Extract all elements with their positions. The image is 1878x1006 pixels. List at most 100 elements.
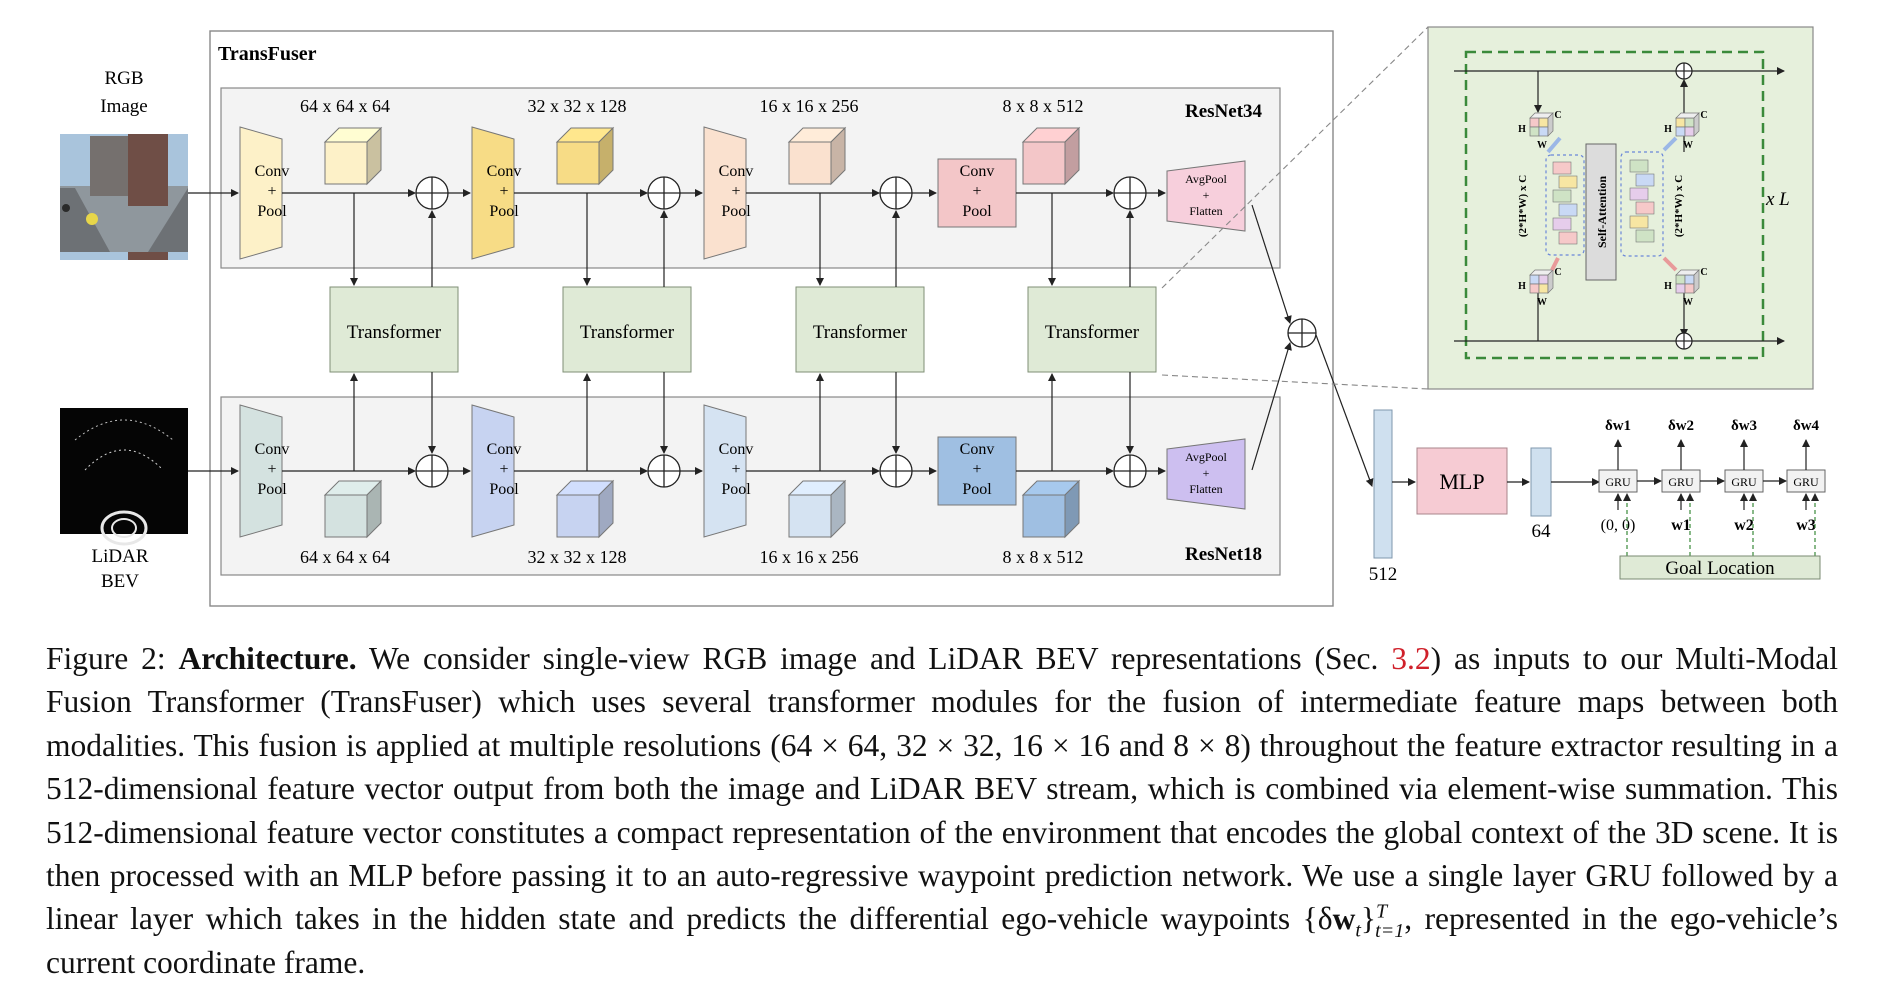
inset-token-right-4 (1635, 201, 1655, 215)
transformer-block-1 (329, 286, 459, 373)
lidar-conv-plus-4: + (972, 461, 981, 478)
inset-token-left-2 (1558, 175, 1578, 189)
image-conv-pool-1: Pool (257, 203, 287, 220)
inset-bottom-left-c: C (1554, 267, 1561, 278)
inset-bottom-left-h: H (1518, 281, 1526, 292)
inset-top-right-h: H (1664, 124, 1672, 135)
transformer-label-4: Transformer (1045, 322, 1140, 343)
image-conv-plus-4: + (972, 183, 981, 200)
transformer-label-3: Transformer (813, 322, 908, 343)
inset-token-right-1 (1629, 159, 1649, 173)
image-sum-node-4 (1113, 176, 1147, 210)
figure-caption: Figure 2: Architecture. We consider sing… (46, 637, 1838, 984)
self-attention-label: Self-Attention (1595, 176, 1609, 248)
inset-input-cube-bottom (1529, 269, 1554, 294)
image-conv-block-4 (937, 158, 1017, 228)
lidar-dim-label-2: 32 x 32 x 128 (528, 547, 627, 567)
gru-input-label-1: (0, 0) (1601, 517, 1636, 534)
inset-token-left-5 (1552, 217, 1572, 231)
image-feature-cube-1 (323, 126, 383, 186)
caption-sentence-1: We consider single-view RGB image and Li… (368, 641, 1379, 676)
repeat-label: x L (1765, 189, 1790, 210)
token-dim-right: (2*H*W) x C (1673, 175, 1685, 237)
token-stack-left-frame (1545, 154, 1585, 256)
transfuser-label: TransFuser (218, 43, 317, 65)
gru-label-2: GRU (1668, 475, 1694, 489)
inset-flatten-arrow-bottom (1550, 257, 1560, 271)
mlp-label: MLP (1439, 469, 1484, 494)
lidar-conv-label-4: Conv (960, 441, 995, 458)
gru-output-label-3: δw3 (1731, 418, 1757, 434)
inset-top-left-w: W (1537, 140, 1547, 151)
architecture-figure: TransFuser ResNet34 ResNet18 RGB Image L… (60, 26, 1826, 607)
image-conv-block-2 (471, 126, 515, 260)
lidar-conv-pool-3: Pool (721, 481, 751, 498)
rgb-label-line2: Image (100, 96, 147, 117)
lidar-sum-node-2 (647, 454, 681, 488)
inset-flatten-arrow-top (1546, 136, 1562, 154)
hidden-state-vector (1530, 447, 1552, 517)
image-conv-label-3: Conv (719, 163, 754, 180)
lidar-label-line2: BEV (101, 571, 139, 592)
image-dim-label-4: 8 x 8 x 512 (1003, 96, 1084, 116)
section-reference-link[interactable]: 3.2 (1391, 641, 1431, 676)
lidar-backbone-label: ResNet18 (1185, 544, 1262, 565)
image-conv-plus-1: + (267, 183, 276, 200)
zoom-line-bottom (1161, 374, 1429, 390)
inset-token-right-2 (1635, 173, 1655, 187)
inset-token-right-6 (1635, 229, 1655, 243)
lidar-dim-label-3: 16 x 16 x 256 (760, 547, 859, 567)
goal-location-label: Goal Location (1665, 558, 1775, 579)
gru-input-label-2: w1 (1671, 517, 1691, 534)
self-attention-block (1585, 143, 1617, 281)
lidar-feature-cube-4 (1021, 479, 1081, 539)
lidar-conv-block-2 (471, 404, 515, 538)
image-conv-pool-2: Pool (489, 203, 519, 220)
lidar-bev-thumbnail (60, 408, 188, 546)
lidar-sum-node-3 (879, 454, 913, 488)
transformer-block-4 (1027, 286, 1157, 373)
image-conv-pool-4: Pool (962, 203, 992, 220)
token-dim-left: (2*H*W) x C (1517, 175, 1529, 237)
image-feature-cube-4 (1021, 126, 1081, 186)
inset-bottom-right-w: W (1683, 297, 1693, 308)
transformer-block-2 (562, 286, 692, 373)
inset-token-left-6 (1558, 231, 1578, 245)
image-sum-node-1 (415, 176, 449, 210)
lidar-conv-plus-2: + (499, 461, 508, 478)
image-conv-plus-3: + (731, 183, 740, 200)
image-feature-cube-3 (787, 126, 847, 186)
image-conv-pool-3: Pool (721, 203, 751, 220)
fused-vector-dim: 512 (1369, 564, 1398, 585)
image-dim-label-1: 64 x 64 x 64 (300, 96, 390, 116)
image-conv-block-1 (239, 126, 283, 260)
lidar-backbone-panel (220, 396, 1281, 576)
gru-label-4: GRU (1793, 475, 1819, 489)
caption-ending: , represented in the ego-vehicle’s curre… (46, 901, 1839, 980)
inset-bottom-right-c: C (1700, 267, 1707, 278)
fused-feature-vector (1373, 409, 1393, 559)
mlp-block (1416, 447, 1508, 515)
image-backbone-panel (220, 87, 1281, 269)
inset-bottom-right-h: H (1664, 281, 1672, 292)
image-dim-label-2: 32 x 32 x 128 (528, 96, 627, 116)
gru-output-label-4: δw4 (1793, 418, 1820, 434)
caption-figure-label: Figure 2: (46, 641, 166, 676)
lidar-conv-plus-3: + (731, 461, 740, 478)
gru-label-1: GRU (1605, 475, 1631, 489)
lidar-conv-label-2: Conv (487, 441, 522, 458)
lidar-sum-node-1 (415, 454, 449, 488)
lidar-conv-pool-4: Pool (962, 481, 992, 498)
lidar-conv-block-4 (937, 436, 1017, 506)
lidar-avgpool-flatten: Flatten (1189, 482, 1222, 496)
lidar-sum-node-4 (1113, 454, 1147, 488)
inset-bottom-left-w: W (1537, 297, 1547, 308)
zoom-line-top (1161, 26, 1429, 289)
lidar-conv-label-1: Conv (255, 441, 290, 458)
image-avgpool-flatten: Flatten (1189, 204, 1222, 218)
inset-top-left-h: H (1518, 124, 1526, 135)
inset-input-cube-top (1529, 112, 1554, 137)
final-sum-node (1287, 318, 1317, 348)
transformer-label-2: Transformer (580, 322, 675, 343)
caption-title: Architecture. (178, 641, 357, 676)
